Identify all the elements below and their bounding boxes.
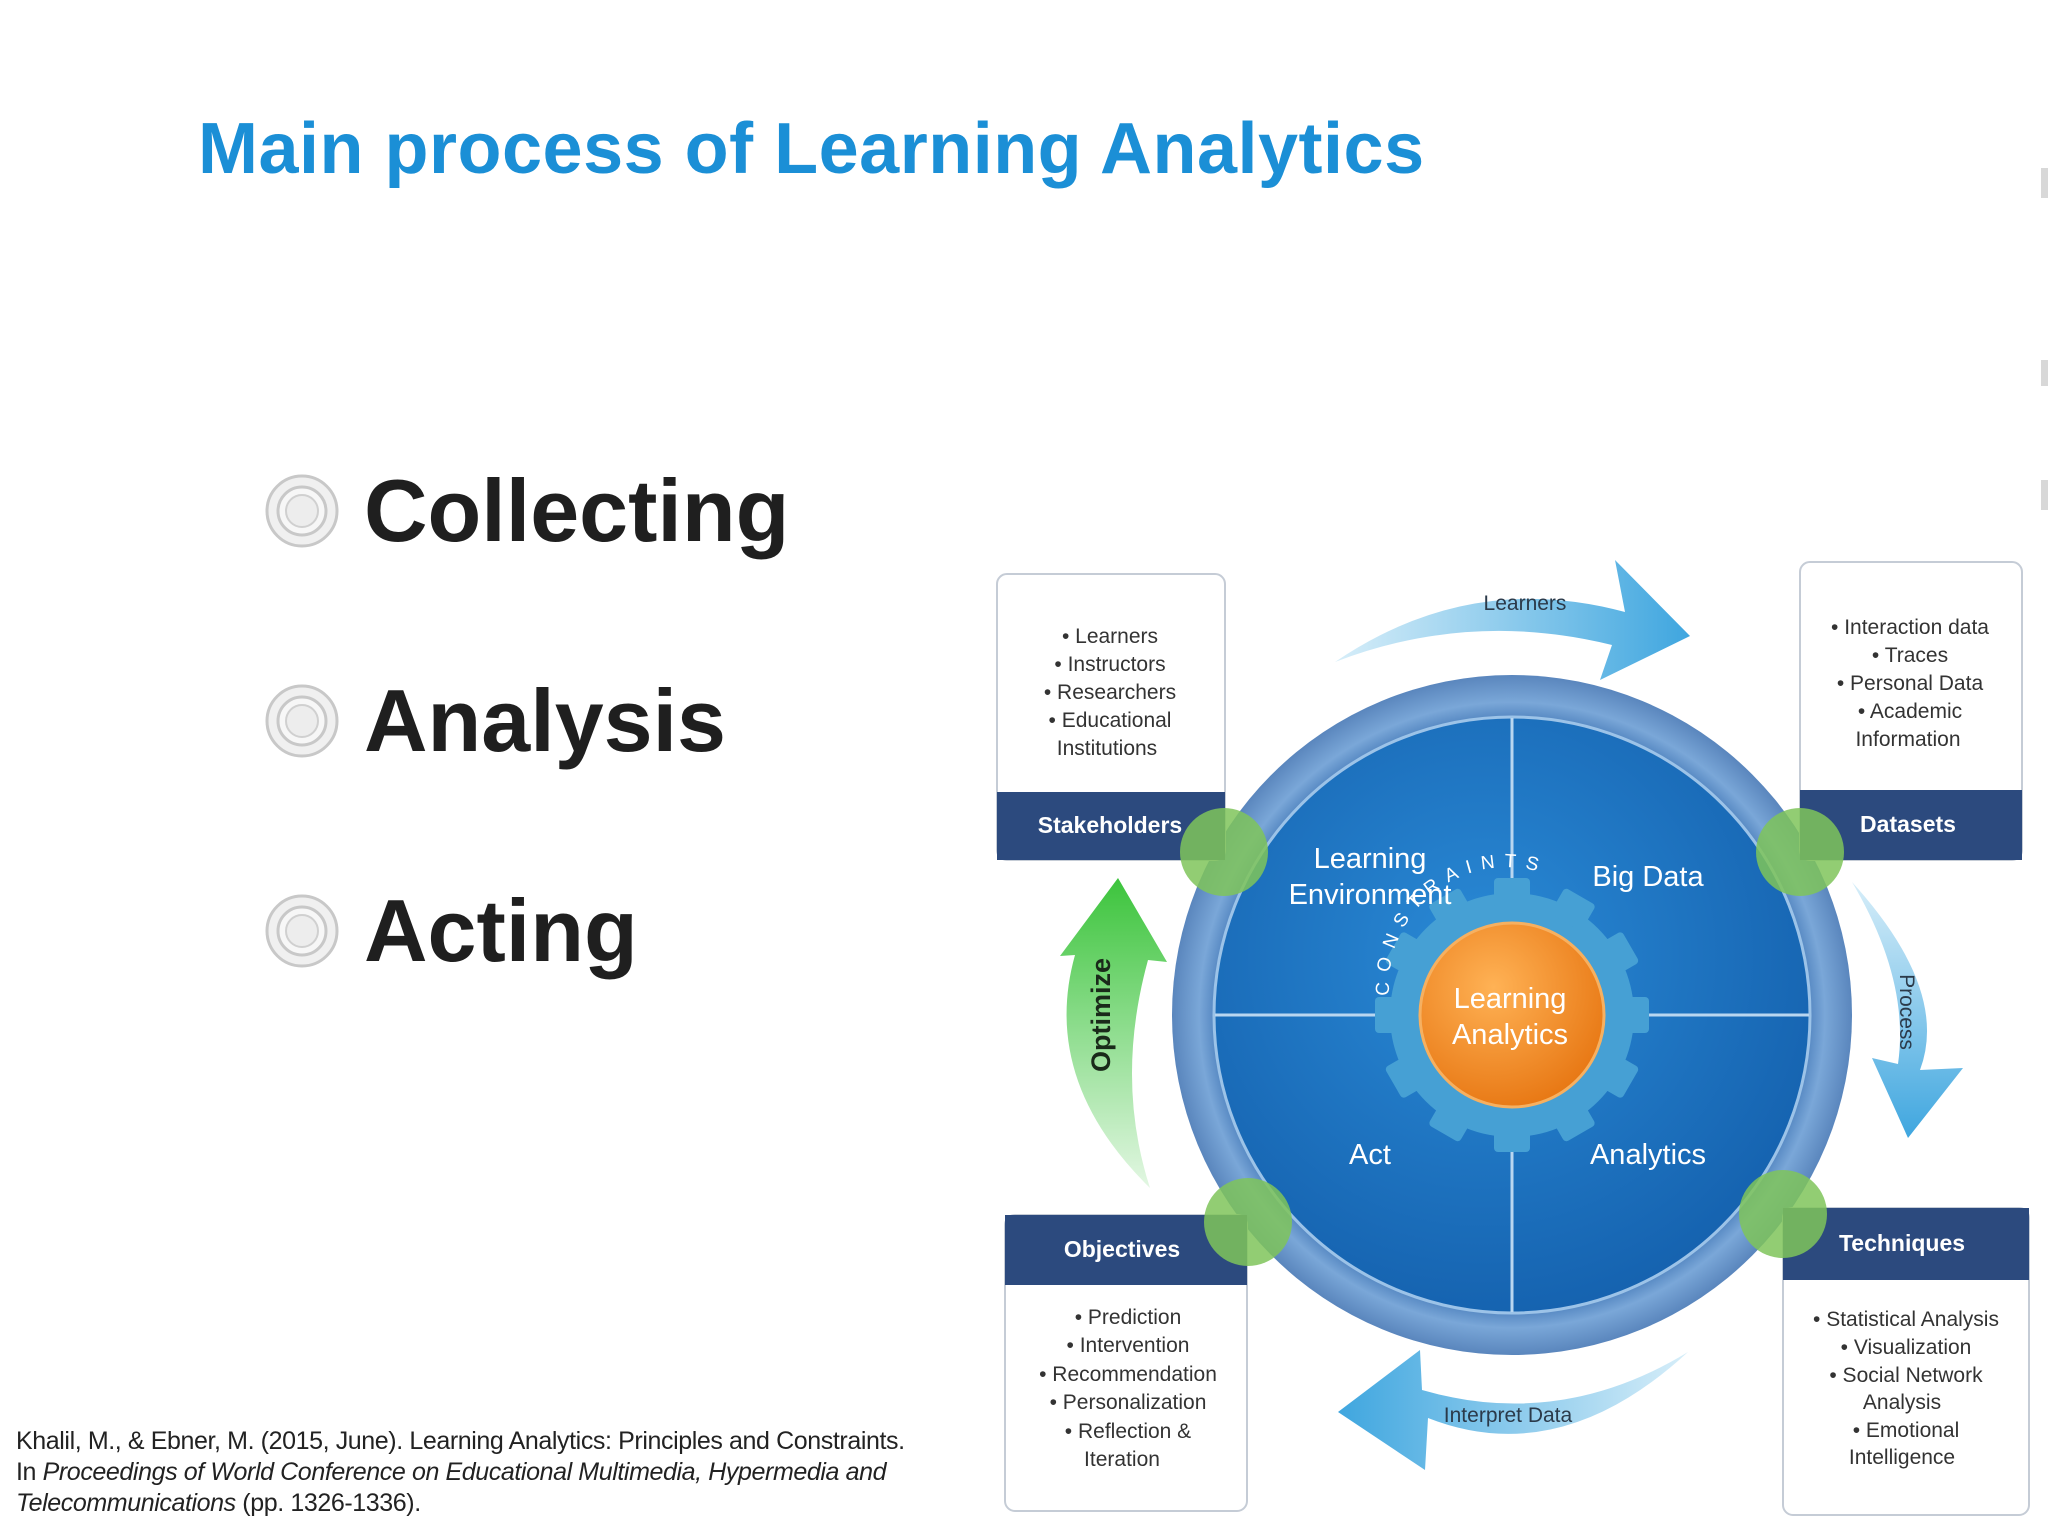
- techniques-item: • Social Network: [1829, 1364, 1983, 1387]
- objectives-item: Iteration: [1084, 1448, 1160, 1471]
- stakeholders-item: • Educational: [1049, 709, 1172, 732]
- objectives-item: • Personalization: [1050, 1391, 1207, 1414]
- datasets-item: • Academic: [1858, 700, 1962, 723]
- objectives-item: • Prediction: [1075, 1306, 1182, 1329]
- quadrant-label-analytics: Analytics: [1590, 1139, 1706, 1171]
- objectives-box: Objectives • Prediction • Intervention •…: [1004, 1214, 1248, 1512]
- learners-arrow-label: Learners: [1484, 592, 1567, 615]
- datasets-item: Information: [1855, 728, 1960, 751]
- objectives-title: Objectives: [1064, 1236, 1180, 1262]
- stakeholders-item: • Learners: [1062, 625, 1158, 648]
- optimize-arrow-label: Optimize: [1086, 958, 1116, 1072]
- process-arrow-label: Process: [1895, 974, 1918, 1050]
- center-circle: [1418, 921, 1606, 1109]
- techniques-item: Analysis: [1863, 1391, 1941, 1414]
- datasets-item: • Personal Data: [1837, 672, 1984, 695]
- citation-line-3: Telecommunications (pp. 1326-1336).: [16, 1488, 1016, 1519]
- slide-title: Main process of Learning Analytics: [198, 109, 1425, 189]
- objectives-item: • Reflection &: [1065, 1420, 1191, 1443]
- datasets-box: Datasets • Interaction data • Traces • P…: [1799, 561, 2023, 861]
- connector-node-stakeholders: [1180, 808, 1268, 896]
- stakeholders-item: • Researchers: [1044, 681, 1176, 704]
- citation-line-2: In Proceedings of World Conference on Ed…: [16, 1457, 1016, 1488]
- interpret-data-arrow: Interpret Data: [1338, 1350, 1688, 1470]
- edge-mark: [2041, 480, 2048, 510]
- bullet-item-acting: Acting: [262, 880, 638, 982]
- citation-line-1: Khalil, M., & Ebner, M. (2015, June). Le…: [16, 1427, 905, 1455]
- quadrant-label-environment: Environment: [1289, 879, 1452, 911]
- citation-venue-end: Telecommunications: [16, 1489, 236, 1517]
- edge-mark: [2041, 168, 2048, 198]
- learners-arrow: Learners: [1335, 560, 1690, 680]
- citation: Khalil, M., & Ebner, M. (2015, June). Le…: [16, 1426, 1016, 1519]
- concentric-circle-icon: [265, 894, 339, 968]
- bullet-item-analysis: Analysis: [262, 670, 726, 772]
- quadrant-label-act: Act: [1349, 1139, 1391, 1171]
- bullet-label: Analysis: [364, 671, 726, 770]
- interpret-data-arrow-label: Interpret Data: [1444, 1404, 1573, 1427]
- bullet-item-collecting: Collecting: [262, 460, 789, 562]
- techniques-item: Intelligence: [1849, 1446, 1955, 1469]
- stakeholders-title: Stakeholders: [1038, 812, 1182, 838]
- datasets-item: • Interaction data: [1831, 616, 1989, 639]
- center-label-line1: Learning: [1454, 983, 1567, 1015]
- techniques-item: • Emotional: [1853, 1419, 1960, 1442]
- datasets-item: • Traces: [1872, 644, 1948, 667]
- process-arrow: Process: [1852, 882, 1963, 1138]
- citation-pages: (pp. 1326-1336).: [235, 1489, 421, 1517]
- quadrant-label-big-data: Big Data: [1592, 861, 1704, 893]
- optimize-arrow: Optimize: [1060, 878, 1167, 1188]
- techniques-item: • Visualization: [1841, 1336, 1972, 1359]
- bullet-label: Acting: [364, 881, 638, 980]
- edge-mark: [2041, 360, 2048, 386]
- stakeholders-box: Stakeholders • Learners • Instructors • …: [996, 573, 1226, 861]
- techniques-box: Techniques • Statistical Analysis • Visu…: [1782, 1207, 2030, 1516]
- connector-node-techniques: [1739, 1170, 1827, 1258]
- quadrant-label-learning: Learning: [1314, 843, 1427, 875]
- techniques-item: • Statistical Analysis: [1813, 1308, 1999, 1331]
- stakeholders-item: Institutions: [1057, 737, 1157, 760]
- concentric-circle-icon: [265, 684, 339, 758]
- citation-venue: Proceedings of World Conference on Educa…: [42, 1458, 887, 1486]
- concentric-circle-icon: [265, 474, 339, 548]
- bullet-label: Collecting: [364, 461, 790, 560]
- citation-prefix: In: [16, 1458, 43, 1486]
- connector-node-objectives: [1204, 1178, 1292, 1266]
- stakeholders-item: • Instructors: [1054, 653, 1165, 676]
- objectives-item: • Recommendation: [1039, 1363, 1217, 1386]
- datasets-title: Datasets: [1860, 811, 1956, 837]
- connector-node-datasets: [1756, 808, 1844, 896]
- center-label-line2: Analytics: [1452, 1019, 1568, 1051]
- techniques-title: Techniques: [1839, 1230, 1965, 1256]
- objectives-item: • Intervention: [1067, 1334, 1190, 1357]
